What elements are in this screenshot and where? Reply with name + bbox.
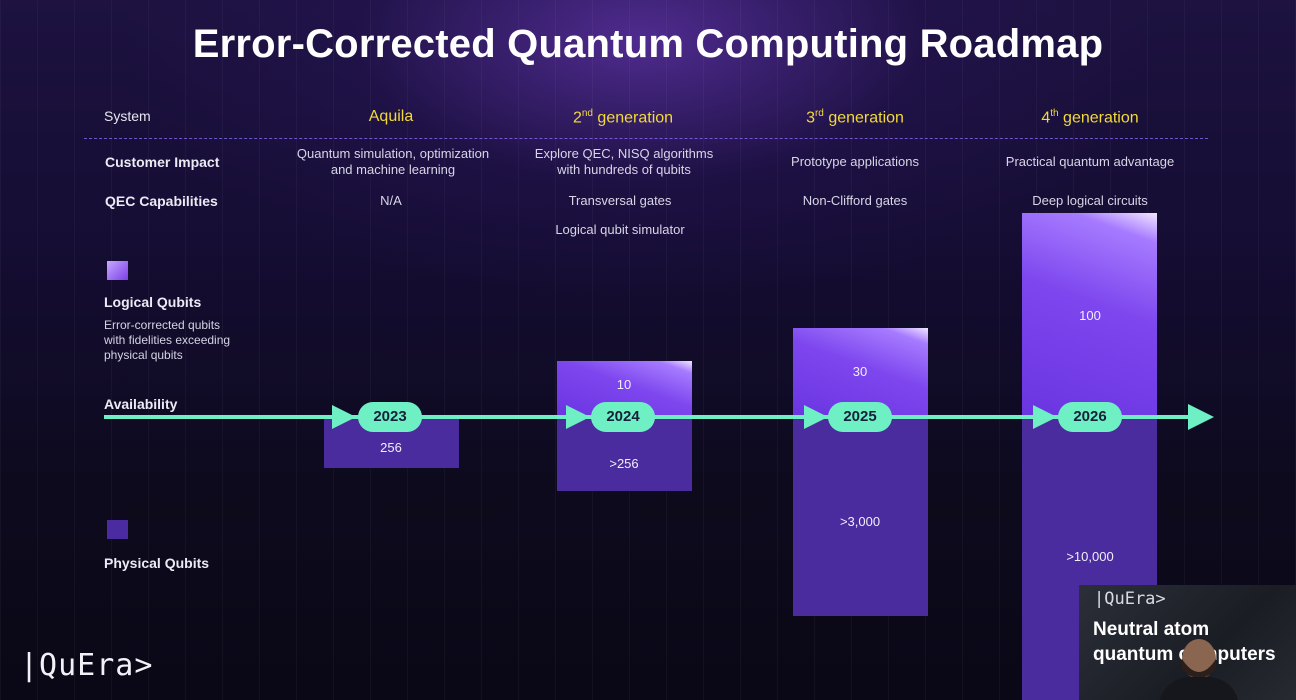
- system-header-label: System: [104, 108, 151, 124]
- availability-label: Availability: [104, 396, 178, 412]
- logical-value-2025: 30: [852, 364, 868, 379]
- qec-gen2-extra: Logical qubit simulator: [555, 222, 685, 237]
- year-pill-2025: 2025: [828, 402, 892, 432]
- customer-impact-gen4: Practical quantum advantage: [1005, 154, 1175, 169]
- page-title: Error-Corrected Quantum Computing Roadma…: [192, 22, 1104, 66]
- physical-qubits-swatch: [107, 520, 128, 539]
- header-divider: [84, 138, 1208, 139]
- qec-gen3: Non-Clifford gates: [802, 193, 908, 208]
- logical-qubits-swatch: [107, 261, 128, 280]
- year-pill-2026: 2026: [1058, 402, 1122, 432]
- year-pill-2024: 2024: [591, 402, 655, 432]
- speaker-video-overlay: |QuEra> Neutral atom quantum computers: [1079, 585, 1296, 700]
- qec-capabilities-label: QEC Capabilities: [105, 193, 218, 209]
- qec-gen2: Transversal gates: [568, 193, 672, 208]
- logical-qubits-title: Logical Qubits: [104, 294, 202, 310]
- customer-impact-label: Customer Impact: [105, 154, 220, 170]
- generation-2nd: 2nd generation: [572, 108, 674, 127]
- customer-impact-gen3: Prototype applications: [791, 154, 919, 169]
- physical-value-2024: >256: [609, 456, 639, 471]
- quera-logo: |QuEra>: [20, 648, 154, 683]
- generation-3rd: 3rd generation: [806, 108, 904, 127]
- speaker-person-icon: [1159, 639, 1239, 700]
- physical-value-2025: >3,000: [839, 514, 881, 529]
- video-quera-logo: |QuEra>: [1094, 589, 1166, 609]
- physical-qubits-title: Physical Qubits: [104, 555, 210, 571]
- physical-bar-2025: [793, 417, 928, 616]
- logical-bar-2026: [1022, 213, 1157, 417]
- logical-value-2024: 10: [616, 377, 632, 392]
- qec-gen4: Deep logical circuits: [1032, 193, 1148, 208]
- physical-value-2023: 256: [380, 440, 402, 455]
- generation-aquila: Aquila: [368, 108, 414, 125]
- physical-value-2026: >10,000: [1066, 549, 1114, 564]
- year-pill-2023: 2023: [358, 402, 422, 432]
- logical-value-2026: 100: [1079, 308, 1101, 323]
- generation-4th: 4th generation: [1041, 108, 1139, 127]
- qec-aquila: N/A: [380, 193, 402, 208]
